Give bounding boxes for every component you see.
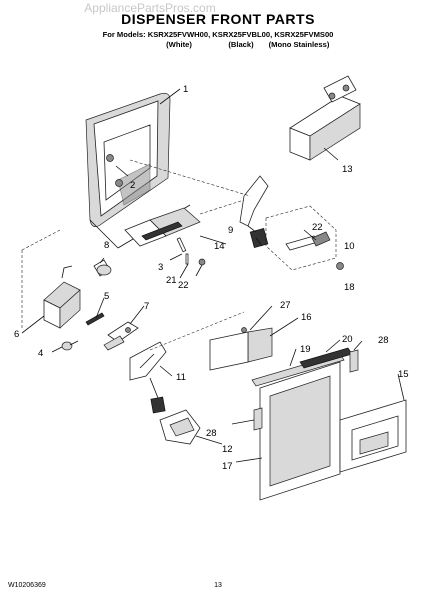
part-2-screws bbox=[106, 154, 123, 187]
callout-22b: 22 bbox=[312, 222, 323, 233]
callout-3: 3 bbox=[158, 262, 163, 273]
callout-13: 13 bbox=[342, 164, 353, 175]
part-11-lever bbox=[129, 341, 167, 414]
part-5-connector bbox=[85, 312, 105, 326]
part-10-paddle-assembly bbox=[265, 205, 344, 271]
variant-white: (White) bbox=[166, 40, 192, 49]
callout-6: 6 bbox=[14, 329, 19, 340]
part-16-upper-panel bbox=[209, 327, 273, 371]
part-14-actuator bbox=[239, 175, 269, 248]
callout-12: 12 bbox=[222, 444, 233, 455]
part-7-bracket bbox=[103, 321, 139, 351]
callout-15: 15 bbox=[398, 369, 409, 380]
callout-7: 7 bbox=[144, 301, 149, 312]
part-28-side-trims bbox=[253, 349, 359, 431]
callout-11: 11 bbox=[176, 372, 186, 383]
variant-black: (Black) bbox=[228, 40, 254, 49]
callout-20: 20 bbox=[342, 334, 353, 345]
part-6-module bbox=[43, 265, 81, 329]
part-12-ice-chute bbox=[159, 409, 201, 445]
callout-17: 17 bbox=[222, 461, 233, 472]
callout-10: 10 bbox=[344, 241, 355, 252]
part-9-drip-tray bbox=[124, 207, 201, 247]
callout-4: 4 bbox=[38, 348, 43, 359]
callout-27: 27 bbox=[280, 300, 291, 311]
models-line: For Models: KSRX25FVWH00, KSRX25FVBL00, … bbox=[103, 30, 334, 39]
watermark: AppliancePartsPros.com bbox=[84, 1, 215, 15]
variant-mono-stainless: (Mono Stainless) bbox=[269, 40, 330, 49]
callout-22a: 22 bbox=[178, 280, 189, 291]
callout-18: 18 bbox=[344, 282, 355, 293]
part-8-bulb bbox=[93, 259, 112, 277]
page-number: 13 bbox=[214, 582, 222, 589]
callout-2: 2 bbox=[130, 180, 135, 191]
callout-28a: 28 bbox=[378, 335, 389, 346]
callout-8: 8 bbox=[104, 240, 109, 251]
doc-number: W10206369 bbox=[8, 582, 46, 589]
part-15-face-plate bbox=[339, 399, 407, 473]
page-title: DISPENSER FRONT PARTS bbox=[121, 11, 315, 27]
part-17-front-panel bbox=[259, 361, 341, 501]
part-19-20-trim bbox=[251, 347, 353, 387]
callout-9: 9 bbox=[228, 225, 233, 236]
part-3-21-pins bbox=[176, 237, 206, 266]
part-4-screw bbox=[61, 340, 79, 351]
callout-21: 21 bbox=[166, 275, 177, 286]
part-13-upper-bracket bbox=[289, 75, 361, 161]
leader-lines bbox=[21, 88, 405, 463]
callout-16: 16 bbox=[301, 312, 312, 323]
callout-14: 14 bbox=[214, 241, 225, 252]
callout-5: 5 bbox=[104, 291, 109, 302]
callouts: 1 2 3 4 5 6 7 8 9 10 11 12 13 14 15 16 1… bbox=[14, 84, 409, 472]
callout-1: 1 bbox=[183, 84, 188, 95]
callout-28b: 28 bbox=[206, 428, 217, 439]
callout-19: 19 bbox=[300, 344, 311, 355]
